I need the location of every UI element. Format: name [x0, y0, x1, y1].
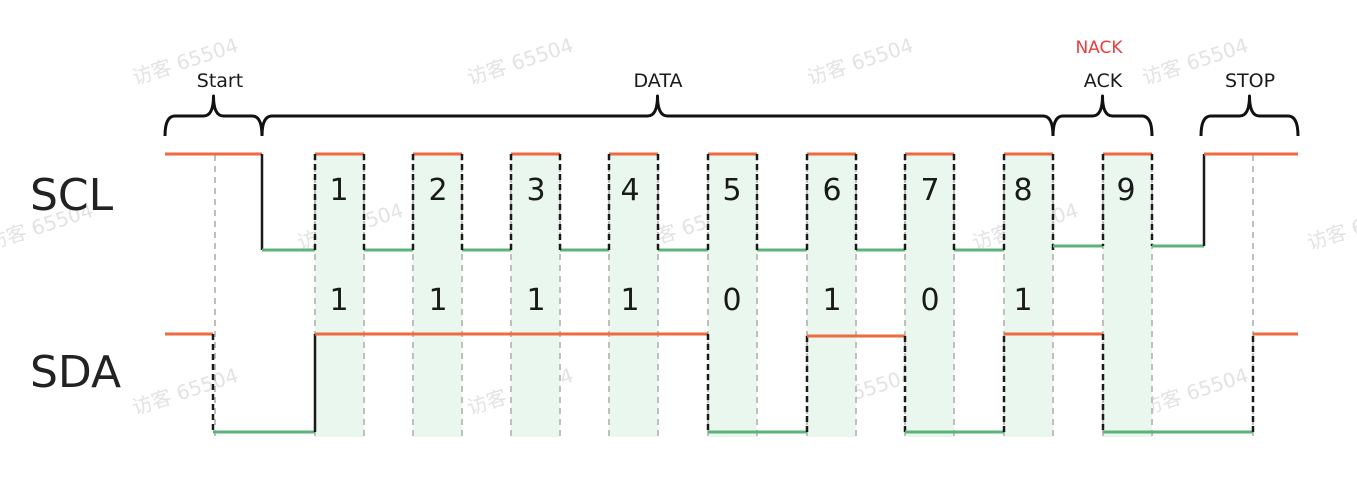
stop-label: STOP [1225, 70, 1275, 92]
start-brace [163, 94, 264, 137]
clock-window [807, 155, 856, 437]
watermark: 访客 65504 [1139, 363, 1251, 420]
clock-number: 3 [526, 173, 545, 208]
data-bit: 1 [822, 283, 841, 318]
phase-braces [163, 94, 1300, 137]
data-bit: 1 [1013, 283, 1032, 318]
sda-label: SDA [30, 347, 121, 398]
clock-window [708, 155, 757, 437]
clock-window [1004, 155, 1053, 437]
data-bit: 1 [428, 283, 447, 318]
clock-window [609, 155, 658, 437]
stop-brace [1199, 94, 1300, 137]
start-label: Start [197, 70, 243, 92]
clock-number: 8 [1013, 173, 1032, 208]
clock-pulse-numbers: 1 2 3 4 5 6 7 8 9 [329, 173, 1135, 208]
clock-window [511, 155, 560, 437]
data-label: DATA [634, 70, 683, 92]
clock-number: 4 [620, 173, 639, 208]
scl-label: SCL [30, 170, 114, 221]
clock-number: 2 [428, 173, 447, 208]
watermark: 访客 65504 [1304, 198, 1357, 255]
clock-number: 7 [920, 173, 939, 208]
ack-brace [1051, 94, 1154, 137]
watermark: 访客 65504 [464, 33, 576, 90]
nack-label: NACK [1075, 38, 1123, 58]
clock-number: 1 [329, 173, 348, 208]
data-bit: 0 [722, 283, 741, 318]
sda-waveform [165, 332, 1298, 434]
clock-high-highlights [315, 155, 1152, 437]
data-brace [260, 94, 1055, 137]
clock-window [315, 155, 364, 437]
data-bit: 1 [620, 283, 639, 318]
watermark: 访客 65504 [129, 363, 241, 420]
data-bit: 0 [920, 283, 939, 318]
data-bit-values: 1 1 1 1 0 1 0 1 [329, 283, 1032, 318]
watermark: 访客 65504 [804, 33, 916, 90]
ack-label: ACK [1084, 70, 1123, 92]
scl-waveform [165, 152, 1298, 252]
clock-number: 6 [822, 173, 841, 208]
clock-number: 9 [1116, 173, 1135, 208]
clock-window [413, 155, 462, 437]
data-bit: 1 [329, 283, 348, 318]
clock-window [1103, 155, 1152, 437]
clock-number: 5 [722, 173, 741, 208]
data-bit: 1 [526, 283, 545, 318]
clock-window [905, 155, 954, 437]
